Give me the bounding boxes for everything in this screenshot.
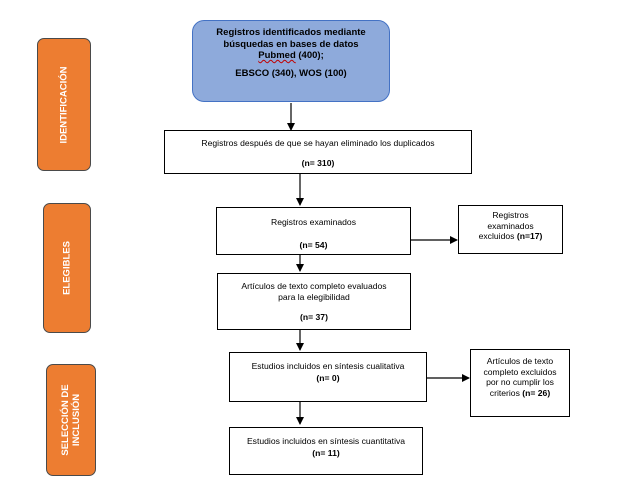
duplicates-removed-box: Registros después de que se hayan elimin… [164,130,472,174]
fulltext-excluded-line4: criterios (n= 26) [471,388,569,399]
identified-records-line4: EBSCO (340), WOS (100) [235,67,347,79]
records-excluded-line2: examinados [487,220,534,231]
pubmed-label: Pubmed [258,50,296,61]
fulltext-assessed-box: Artículos de texto completo evaluados pa… [217,273,411,330]
quantitative-synthesis-text: Estudios incluidos en síntesis cuantitat… [246,436,406,446]
records-excluded-label: excluidos [478,231,517,241]
identified-records-line3: Pubmed (400); [193,50,389,62]
records-examined-count: (n= 54) [299,239,328,250]
records-excluded-box: Registros examinados excluidos (n=17) [458,205,563,254]
identified-records-box: Registros identificados mediante búsqued… [192,20,390,102]
fulltext-excluded-box: Artículos de texto completo excluidos po… [470,349,570,417]
records-excluded-line1: Registros [492,210,529,220]
identified-records-line1: Registros identificados mediante [216,27,366,38]
records-examined-box: Registros examinados (n= 54) [216,207,411,255]
qualitative-synthesis-text: Estudios incluidos en síntesis cualitati… [251,361,405,371]
fulltext-excluded-line3: por no cumplir los [486,377,554,387]
qualitative-synthesis-box: Estudios incluidos en síntesis cualitati… [229,352,427,402]
records-excluded-count: (n=17) [516,231,543,241]
stage-identificacion: IDENTIFICACIÓN [37,38,91,171]
fulltext-assessed-count: (n= 37) [300,312,328,322]
stage-seleccion: SELECCIÓN DE INCLUSIÓN [46,364,96,476]
duplicates-removed-text: Registros después de que se hayan elimin… [201,138,435,148]
fulltext-assessed-line2: para la elegibilidad [278,291,350,302]
quantitative-synthesis-box: Estudios incluidos en síntesis cuantitat… [229,427,423,475]
pubmed-count: (400); [295,50,324,61]
qualitative-synthesis-count: (n= 0) [316,372,340,383]
duplicates-removed-count: (n= 310) [301,157,335,168]
identified-records-line2: búsquedas en bases de datos [223,38,359,50]
fulltext-excluded-label: criterios [489,387,523,398]
quantitative-synthesis-count: (n= 11) [312,447,340,458]
fulltext-excluded-line2: completo excluidos [483,366,557,377]
stage-elegibles: ELEGIBLES [43,203,91,333]
records-examined-text: Registros examinados [270,217,357,227]
fulltext-excluded-line1: Artículos de texto [486,356,554,366]
records-excluded-line3: excluidos (n=17) [459,231,562,242]
fulltext-excluded-count: (n= 26) [522,387,551,398]
fulltext-assessed-line1: Artículos de texto completo evaluados [241,281,387,291]
